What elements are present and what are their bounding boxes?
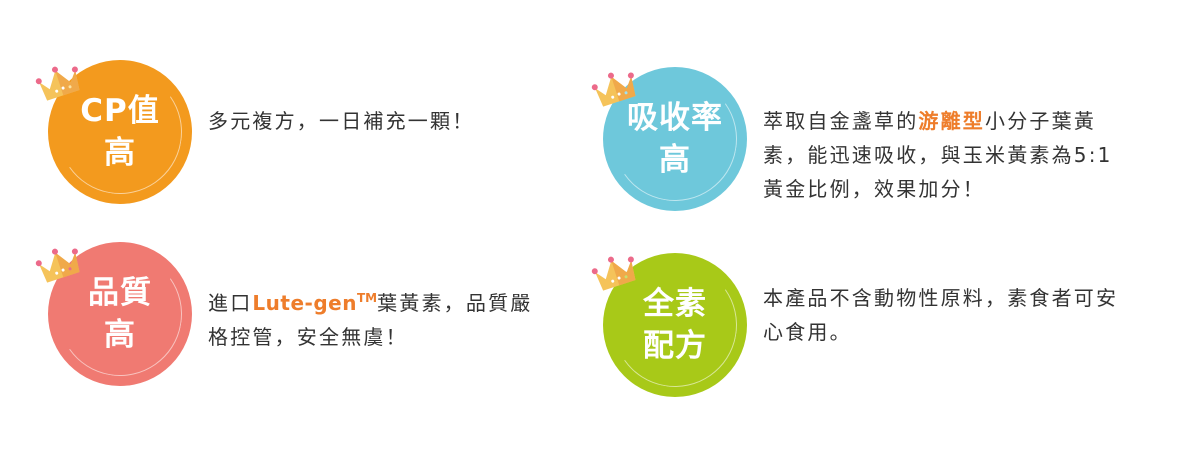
text-segment: 小分子葉黃 — [985, 109, 1097, 133]
cp-value-badge: CP值 高 — [48, 60, 192, 204]
badge-label: 品質 高 — [48, 242, 192, 386]
trademark-symbol: TM — [356, 291, 378, 305]
badge-line-1: 全素 — [643, 286, 707, 322]
crown-icon — [591, 256, 636, 291]
description-line: 素，能迅速吸收，與玉米黃素為5:1 — [763, 143, 1113, 167]
description-line: 心食用。 — [763, 320, 852, 344]
badge-line-2: 高 — [104, 317, 136, 353]
badge-label: 吸收率 高 — [603, 67, 747, 211]
cp-value-description: 多元複方，一日補充一顆！ — [208, 104, 578, 138]
crown-icon — [35, 248, 80, 283]
highlight-free-form: 游離型 — [918, 109, 986, 133]
description-line: 黃金比例，效果加分！ — [763, 177, 985, 201]
badge-label: CP值 高 — [48, 60, 192, 204]
highlight-lute-gen: Lute-gen — [252, 291, 357, 315]
crown-icon — [35, 66, 80, 101]
absorption-description: 萃取自金盞草的游離型小分子葉黃 素，能迅速吸收，與玉米黃素為5:1 黃金比例，效… — [763, 104, 1183, 206]
quality-badge: 品質 高 — [48, 242, 192, 386]
badge-label: 全素 配方 — [603, 253, 747, 397]
text-segment: 葉黃素，品質嚴 — [377, 291, 533, 315]
vegetarian-description: 本產品不含動物性原料，素食者可安 心食用。 — [763, 281, 1183, 349]
quality-description: 進口Lute-genTM葉黃素，品質嚴 格控管，安全無虞！ — [208, 281, 588, 354]
badge-line-2: 高 — [659, 142, 691, 178]
crown-icon — [591, 72, 636, 107]
description-line: 格控管，安全無虞！ — [208, 325, 408, 349]
description-line: 萃取自金盞草的游離型小分子葉黃 — [763, 104, 1183, 138]
badge-line-1: 品質 — [88, 275, 152, 311]
text-segment: 進口 — [208, 291, 253, 315]
description-line: 多元複方，一日補充一顆！ — [208, 109, 475, 133]
badge-line-1: CP值 — [80, 93, 160, 129]
description-line: 本產品不含動物性原料，素食者可安 — [763, 286, 1119, 310]
badge-line-2: 高 — [104, 135, 136, 171]
badge-line-1: 吸收率 — [627, 100, 723, 136]
text-segment: 萃取自金盞草的 — [763, 109, 919, 133]
description-line: 進口Lute-genTM葉黃素，品質嚴 — [208, 281, 588, 320]
badge-line-2: 配方 — [643, 328, 707, 364]
